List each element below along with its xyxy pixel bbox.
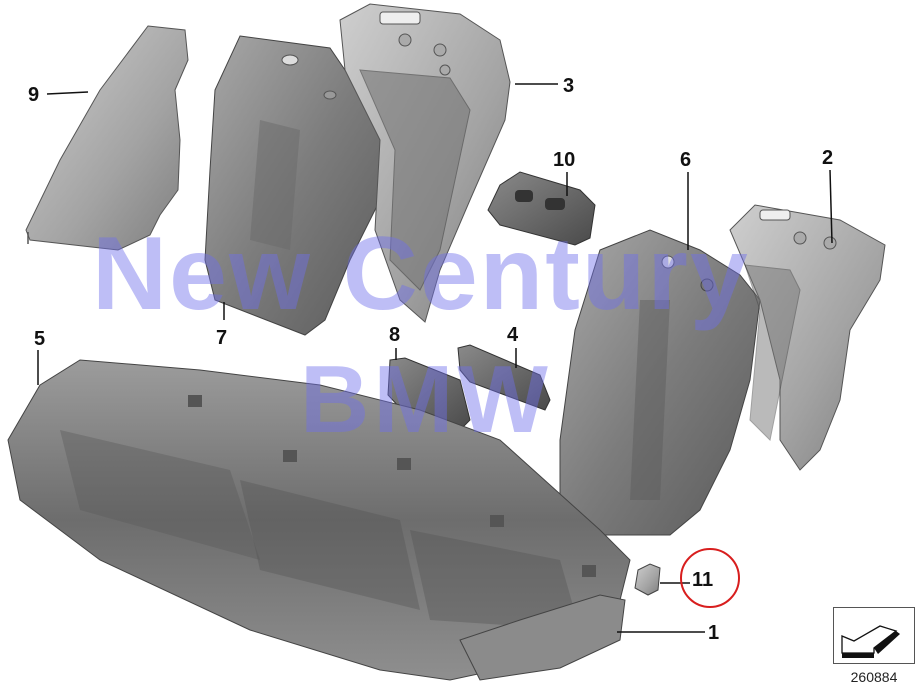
part-7-clip [387, 357, 471, 431]
callout-10: 10 [553, 149, 576, 171]
callout-7: 8 [389, 324, 401, 346]
part-2-backrest-frame-right [729, 204, 886, 471]
part-5-seat-cushion [7, 359, 631, 681]
callout-3: 3 [563, 75, 575, 97]
leader-lines [37, 83, 833, 633]
highlight-ring-callout-11 [680, 548, 740, 608]
part-9-side-bolster [25, 25, 189, 251]
callout-5: 5 [34, 328, 46, 350]
orientation-arrow-icon [841, 625, 900, 658]
callout-8: 7 [216, 327, 228, 349]
orientation-reference-box [833, 607, 915, 664]
part-4-clip [457, 344, 551, 411]
part-1-seat-cushion-front-edge [459, 594, 626, 681]
callout-9: 9 [28, 84, 40, 106]
part-3-backrest-frame [339, 3, 511, 323]
part-10-trim-bracket [487, 171, 596, 246]
part-6-backrest-cover-right [559, 229, 761, 536]
callout-6: 6 [680, 149, 692, 171]
reference-number: 260884 [850, 669, 898, 685]
callout-4: 4 [507, 324, 519, 346]
part-11-cap [634, 563, 661, 596]
part-8-backrest-cover-left [204, 35, 389, 336]
callout-2: 2 [822, 147, 834, 169]
callout-1: 1 [708, 622, 720, 644]
